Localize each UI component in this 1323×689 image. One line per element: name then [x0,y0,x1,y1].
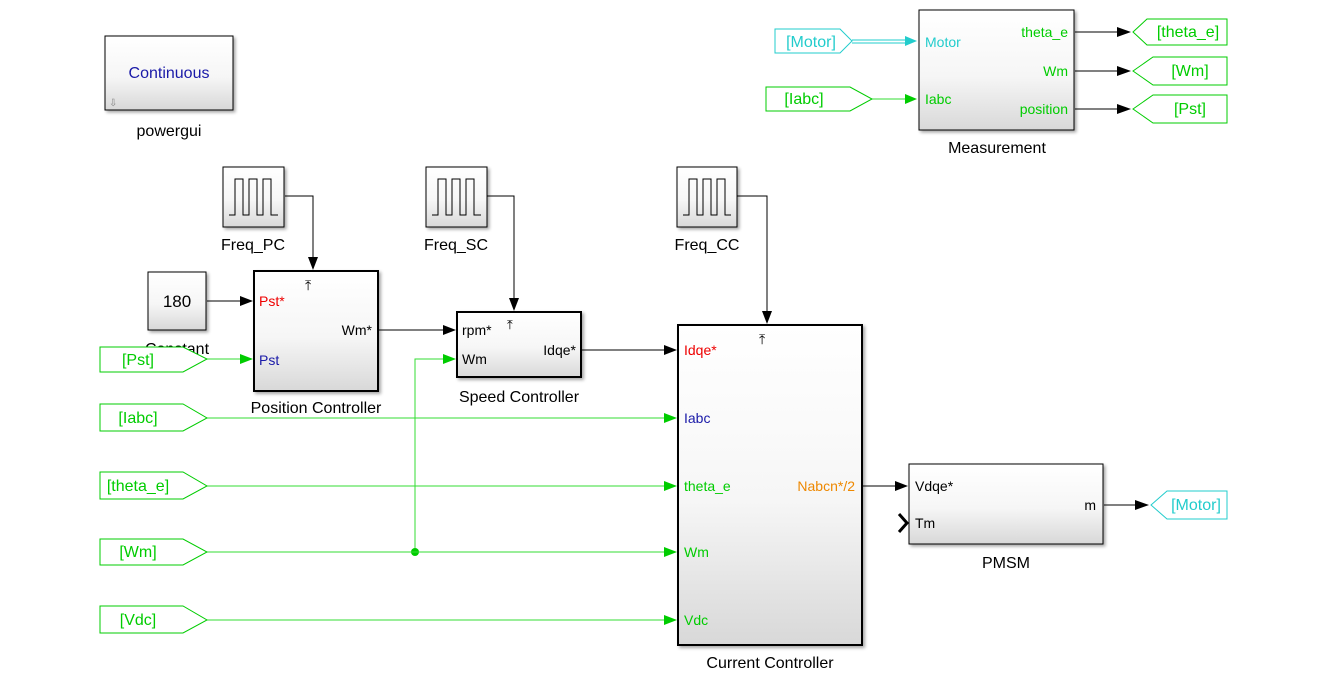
powergui-corner-icon: ⇩ [109,98,117,109]
svg-text:[Iabc]: [Iabc] [784,91,823,108]
pmsm-in-tm: Tm [915,515,935,531]
pulse-wave-icon [432,178,481,216]
svg-text:[Pst]: [Pst] [122,352,154,369]
powergui-block[interactable]: Continuous ⇩ powergui [104,35,234,140]
speed-controller-label: Speed Controller [459,389,580,406]
position-controller-label: Position Controller [251,400,382,417]
arrow-theta-e-out [1117,27,1131,37]
wire-wm-to-speed[interactable] [414,358,443,552]
pmsm-label: PMSM [982,555,1030,572]
position-controller-block[interactable]: ⤒ Pst* Pst Wm* Position Controller [251,270,382,417]
pmsm-in-vdqe-star: Vdqe* [915,478,954,494]
trigger-icon: ⤒ [507,317,513,332]
pulse-generator-freq-cc[interactable]: Freq_CC [675,166,740,254]
arrow-vdc-cc [664,615,677,625]
trigger-icon: ⤒ [759,331,765,347]
arrow-motor-in [905,36,917,46]
position-controller-in-pst-star: Pst* [259,293,285,309]
goto-tag-pst[interactable]: [Pst] [1132,94,1228,124]
arrow-speed-wm [443,354,456,364]
measurement-block[interactable]: Motor Iabc theta_e Wm position Measureme… [918,9,1075,157]
arrow-m-out [1135,500,1149,510]
goto-tag-wm[interactable]: [Wm] [1132,56,1228,86]
svg-text:[Wm]: [Wm] [119,544,156,561]
pulse-wave-icon [229,178,278,216]
wires [207,27,1149,625]
from-tag-wm[interactable]: [Wm] [99,538,209,566]
powergui-mode: Continuous [129,65,210,82]
measurement-label: Measurement [948,140,1046,157]
measurement-out-theta-e: theta_e [1021,24,1068,40]
pulse-generator-freq-sc[interactable]: Freq_SC [424,166,488,254]
from-tag-iabc-top[interactable]: [Iabc] [765,86,874,112]
svg-text:[theta_e]: [theta_e] [1157,24,1219,41]
arrow-freq-pc [308,257,318,270]
arrow-theta-e-cc [664,481,677,491]
pulse-wave-icon [683,178,731,216]
trigger-icon: ⤒ [305,277,311,293]
wire-freq-pc[interactable] [285,195,314,257]
current-controller-in-vdc: Vdc [684,612,708,628]
pulse-generator-freq-pc[interactable]: Freq_PC [221,166,285,254]
constant-value: 180 [163,292,191,311]
from-tag-motor[interactable]: [Motor] [774,28,853,54]
svg-text:[Pst]: [Pst] [1174,101,1206,118]
pmsm-block[interactable]: Vdqe* Tm m PMSM [897,463,1104,572]
from-tag-theta-e[interactable]: [theta_e] [99,471,209,500]
from-tag-vdc[interactable]: [Vdc] [99,605,209,634]
svg-text:[Motor]: [Motor] [786,34,836,51]
svg-text:[Iabc]: [Iabc] [118,410,157,427]
powergui-label: powergui [137,123,202,140]
svg-text:[Motor]: [Motor] [1171,497,1221,514]
wire-freq-sc[interactable] [487,195,515,298]
goto-tag-theta-e[interactable]: [theta_e] [1132,18,1228,46]
svg-text:[theta_e]: [theta_e] [107,478,169,495]
arrow-position-out [1117,104,1131,114]
current-controller-in-idqe-star: Idqe* [684,342,717,358]
arrow-iabc-measure [905,94,917,104]
current-controller-in-wm: Wm [684,544,709,560]
arrow-wm-cc [664,547,677,557]
current-controller-out-nabcn: Nabcn*/2 [797,478,855,494]
measurement-in-iabc: Iabc [925,91,951,107]
constant-block[interactable]: 180 Constant [145,271,210,358]
arrow-vdqe [895,481,908,491]
current-controller-block[interactable]: ⤒ Idqe* Iabc theta_e Wm Vdc Nabcn*/2 Cur… [677,324,863,672]
arrow-freq-sc [509,298,519,311]
from-tag-iabc[interactable]: [Iabc] [99,403,209,432]
position-controller-out-wm-star: Wm* [342,322,373,338]
arrow-wm-out [1117,66,1131,76]
arrow-pst [240,354,253,364]
svg-text:[Vdc]: [Vdc] [120,612,156,629]
position-controller-in-pst: Pst [259,352,279,368]
freq-sc-label: Freq_SC [424,237,488,254]
arrow-iabc-cc [664,413,677,423]
current-controller-in-iabc: Iabc [684,410,710,426]
speed-controller-block[interactable]: ⤒ rpm* Wm Idqe* Speed Controller [456,311,582,406]
arrow-idqe [664,345,677,355]
svg-text:[Wm]: [Wm] [1171,63,1208,80]
speed-controller-in-rpm-star: rpm* [462,322,492,338]
physical-port-icon [897,513,910,533]
wire-freq-cc[interactable] [737,195,768,311]
measurement-in-motor: Motor [925,34,961,50]
arrow-rpm [443,325,456,335]
speed-controller-out-idqe-star: Idqe* [543,342,576,358]
from-tag-pst[interactable]: [Pst] [99,346,209,373]
freq-cc-label: Freq_CC [675,237,740,254]
current-controller-label: Current Controller [706,655,834,672]
measurement-out-wm: Wm [1043,63,1068,79]
measurement-out-position: position [1020,101,1068,117]
arrow-freq-cc [762,311,772,324]
goto-tag-motor[interactable]: [Motor] [1150,490,1228,520]
freq-pc-label: Freq_PC [221,237,285,254]
arrow-pst-star [240,296,253,306]
speed-controller-in-wm: Wm [462,351,487,367]
current-controller-in-theta-e: theta_e [684,478,731,494]
pmsm-out-m: m [1084,497,1096,513]
